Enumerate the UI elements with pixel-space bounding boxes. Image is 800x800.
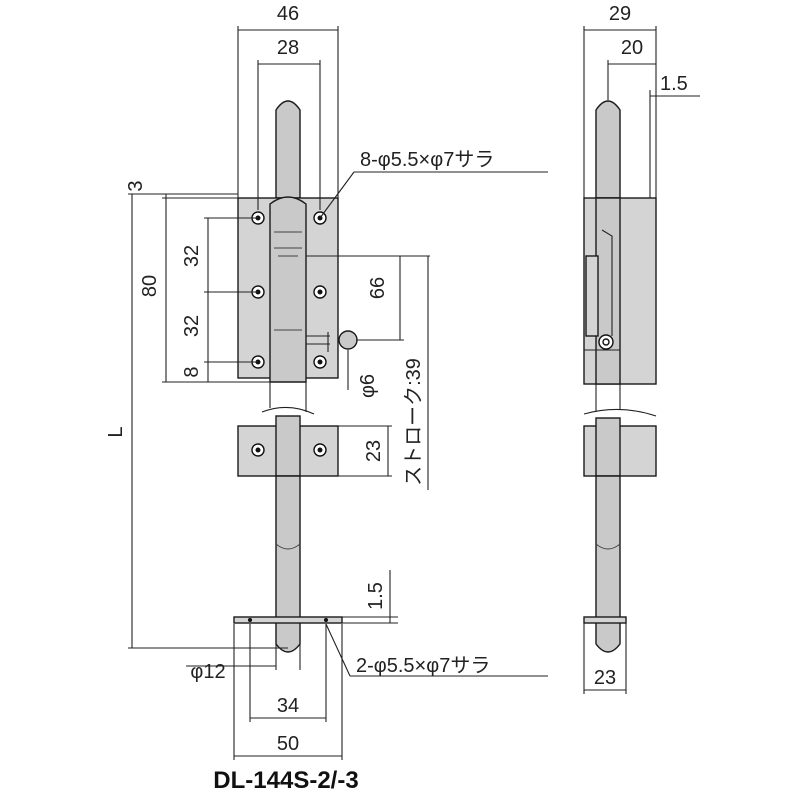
front-view [233, 100, 358, 653]
front-dimensions [128, 26, 548, 760]
knob [306, 330, 358, 352]
side-dim-total: 29 [609, 3, 631, 25]
dim-width-total: 46 [277, 3, 299, 25]
dim-width-inner: 28 [277, 37, 299, 59]
dim-length: L [105, 426, 127, 437]
rod-lower [275, 475, 301, 653]
dim-bottom-offset: 8 [181, 366, 203, 377]
side-dimensions [583, 26, 700, 694]
front-dimension-labels: 46 28 3 80 32 32 8 L 66 φ6 ストローク:39 23 1… [105, 3, 494, 755]
note-plate-holes: 2-φ5.5×φ7サラ [356, 655, 490, 677]
bottom-plate [233, 616, 343, 624]
side-dim-inner: 20 [621, 37, 643, 59]
break-line-side [583, 408, 657, 417]
side-dimension-labels: 29 20 1.5 23 [594, 3, 688, 689]
dim-top-offset: 3 [125, 180, 147, 191]
note-body-holes: 8-φ5.5×φ7サラ [360, 149, 494, 171]
side-view [583, 100, 657, 653]
rod-upper [275, 100, 301, 199]
dim-rod-dia: φ12 [190, 661, 225, 683]
dim-plate-hole-pitch: 34 [277, 695, 299, 717]
dim-height-total: 80 [139, 275, 161, 297]
dim-pitch-upper: 32 [181, 245, 203, 267]
model-title: DL-144S-2/-3 [213, 767, 358, 794]
dim-travel: 66 [367, 277, 389, 299]
dim-pitch-lower: 32 [181, 315, 203, 337]
dim-plate-width: 50 [277, 733, 299, 755]
rod-body [269, 196, 307, 383]
dim-knob: φ6 [357, 374, 379, 398]
side-dim-bottom: 23 [594, 667, 616, 689]
side-dim-thickness: 1.5 [660, 73, 688, 95]
dim-keeper-height: 23 [363, 440, 385, 462]
break-line-front [261, 406, 315, 415]
dim-plate-gap: 1.5 [365, 582, 387, 610]
side-rod-lower [595, 475, 621, 653]
dim-stroke: ストローク:39 [402, 358, 425, 486]
side-rod-upper [595, 100, 621, 199]
